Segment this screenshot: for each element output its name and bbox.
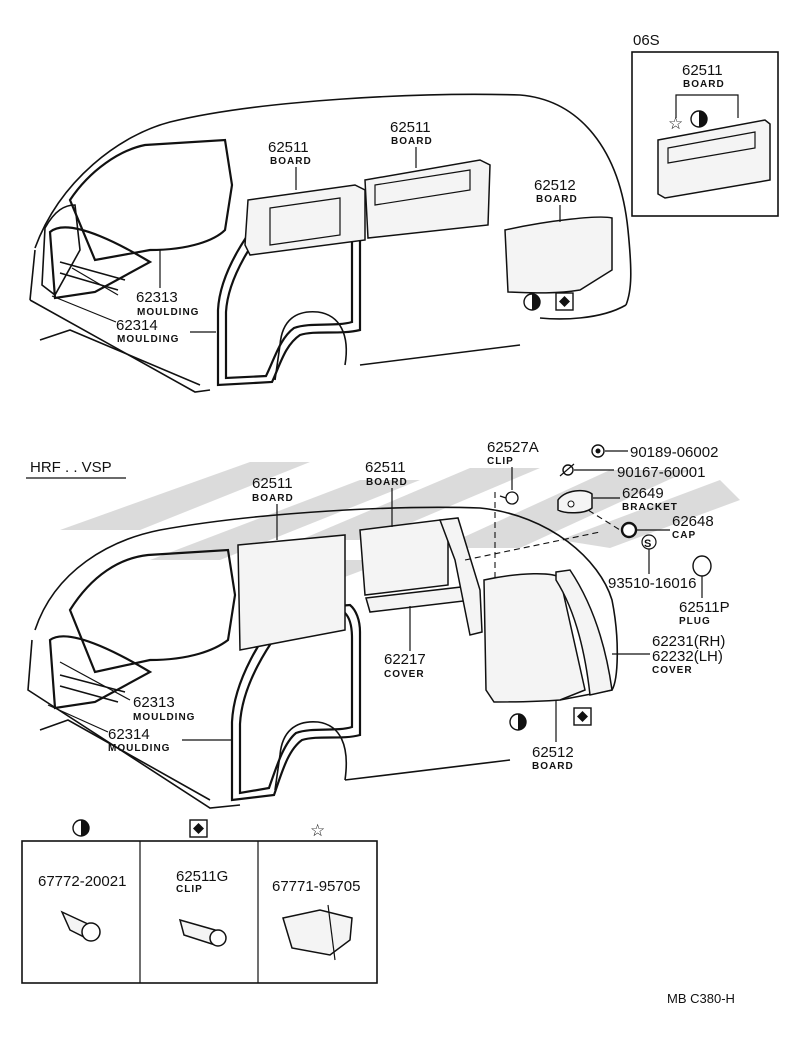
star-symbol: ☆ — [310, 821, 325, 840]
square-diamond-symbol — [555, 292, 574, 311]
bottom-label-93510: 93510-16016 — [608, 549, 696, 592]
svg-text:BOARD: BOARD — [536, 194, 578, 205]
top-vehicle-outline — [29, 93, 632, 393]
variant-label-hrf-vsp: HRF . . VSP — [30, 459, 112, 476]
fastener-table: ☆ 67772-20021 62511G CLIP 67771-95705 — [21, 819, 378, 984]
svg-text:62314: 62314 — [116, 317, 158, 334]
pin-67772-drawing — [60, 910, 101, 942]
svg-text:CAP: CAP — [672, 530, 696, 541]
bottom-label-90167: 90167-60001 — [574, 464, 705, 481]
svg-text:MOULDING: MOULDING — [133, 712, 195, 723]
svg-text:62512: 62512 — [532, 744, 574, 761]
svg-text:62511P: 62511P — [679, 599, 730, 616]
clip-67771-drawing — [282, 904, 353, 961]
svg-text:62511: 62511 — [365, 459, 406, 476]
top-vehicle-symbols — [523, 292, 574, 311]
svg-text:62511: 62511 — [252, 475, 293, 492]
bottom-label-62217: 62217 COVER — [384, 606, 426, 680]
top-label-62511-left: 62511 BOARD — [268, 139, 312, 190]
square-diamond-symbol — [573, 707, 592, 726]
top-label-62314: 62314 MOULDING — [51, 295, 216, 345]
svg-text:BOARD: BOARD — [391, 136, 433, 147]
svg-text:62527A: 62527A — [487, 439, 539, 456]
svg-text:S: S — [644, 538, 651, 550]
fastener-drawings: S — [499, 444, 712, 577]
plug-62511p-drawing — [692, 555, 712, 577]
screw-90167-drawing — [559, 463, 575, 477]
svg-text:62511: 62511 — [268, 139, 309, 156]
clip-62511g-drawing — [178, 918, 227, 947]
half-circle-symbol — [509, 713, 527, 731]
svg-text:62512: 62512 — [534, 177, 576, 194]
inset-06s: 06S 62511 BOARD ☆ — [631, 32, 779, 217]
svg-text:CLIP: CLIP — [487, 456, 514, 467]
svg-text:62313: 62313 — [133, 694, 175, 711]
svg-text:62313: 62313 — [136, 289, 178, 306]
half-circle-symbol — [523, 293, 541, 311]
bottom-label-62512: 62512 BOARD — [532, 700, 574, 772]
svg-text:62314: 62314 — [108, 726, 150, 743]
top-label-62511-right: 62511 BOARD — [390, 119, 433, 168]
inset-board-drawing — [657, 119, 771, 199]
bottom-label-62648: 62648 CAP — [636, 513, 714, 541]
bottom-label-62511-left: 62511 BOARD — [252, 475, 294, 540]
table-part-67771: 67771-95705 — [272, 878, 360, 895]
svg-text:90167-60001: 90167-60001 — [617, 464, 705, 481]
clip-62527a-drawing — [499, 491, 519, 505]
bottom-label-62511-right: 62511 BOARD — [365, 459, 408, 527]
table-part-62511g: 62511G — [176, 868, 228, 885]
svg-text:BOARD: BOARD — [683, 79, 725, 90]
svg-text:62648: 62648 — [672, 513, 714, 530]
svg-text:MOULDING: MOULDING — [108, 743, 170, 754]
washer-90189-drawing — [591, 444, 605, 458]
bottom-vehicle-outline — [27, 492, 621, 809]
top-label-62512: 62512 BOARD — [534, 177, 578, 222]
bottom-label-62527a: 62527A CLIP — [487, 439, 539, 490]
bottom-label-62649: 62649 BRACKET — [593, 485, 678, 513]
star-symbol: ☆ — [668, 114, 683, 133]
svg-text:62649: 62649 — [622, 485, 664, 502]
table-part-62511g-name: CLIP — [176, 884, 203, 895]
s-washer-93510-drawing: S — [641, 534, 657, 550]
cap-62648-drawing — [620, 521, 638, 539]
bottom-label-62313: 62313 MOULDING — [59, 661, 195, 723]
svg-text:62231(RH): 62231(RH) — [652, 633, 725, 650]
svg-text:COVER: COVER — [384, 669, 425, 680]
bottom-label-62231-62232: 62231(RH) 62232(LH) COVER — [612, 633, 725, 676]
svg-text:BRACKET: BRACKET — [622, 502, 678, 513]
bracket-62649-drawing — [557, 489, 593, 514]
half-circle-symbol — [690, 110, 708, 128]
svg-text:62511: 62511 — [390, 119, 431, 136]
svg-text:90189-06002: 90189-06002 — [630, 444, 718, 461]
svg-text:93510-16016: 93510-16016 — [608, 575, 696, 592]
svg-text:BOARD: BOARD — [270, 156, 312, 167]
svg-text:BOARD: BOARD — [532, 761, 574, 772]
svg-text:MOULDING: MOULDING — [117, 334, 179, 345]
svg-text:62232(LH): 62232(LH) — [652, 648, 723, 665]
bottom-label-90189: 90189-06002 — [605, 444, 718, 461]
svg-text:62217: 62217 — [384, 651, 426, 668]
bottom-label-62314: 62314 MOULDING — [47, 704, 232, 754]
svg-text:62511: 62511 — [682, 62, 723, 79]
svg-text:BOARD: BOARD — [252, 493, 294, 504]
top-label-62313: 62313 MOULDING — [71, 250, 199, 318]
square-diamond-symbol — [189, 819, 208, 838]
svg-text:BOARD: BOARD — [366, 477, 408, 488]
table-part-67772: 67772-20021 — [38, 873, 126, 890]
svg-text:PLUG: PLUG — [679, 616, 711, 627]
svg-text:MOULDING: MOULDING — [137, 307, 199, 318]
svg-text:06S: 06S — [633, 32, 660, 49]
bottom-vehicle-symbols — [509, 707, 592, 731]
half-circle-symbol — [72, 819, 90, 837]
footer-code: MB C380-H — [667, 991, 735, 1006]
bottom-label-62511p: 62511P PLUG — [679, 576, 730, 627]
svg-text:COVER: COVER — [652, 665, 693, 676]
